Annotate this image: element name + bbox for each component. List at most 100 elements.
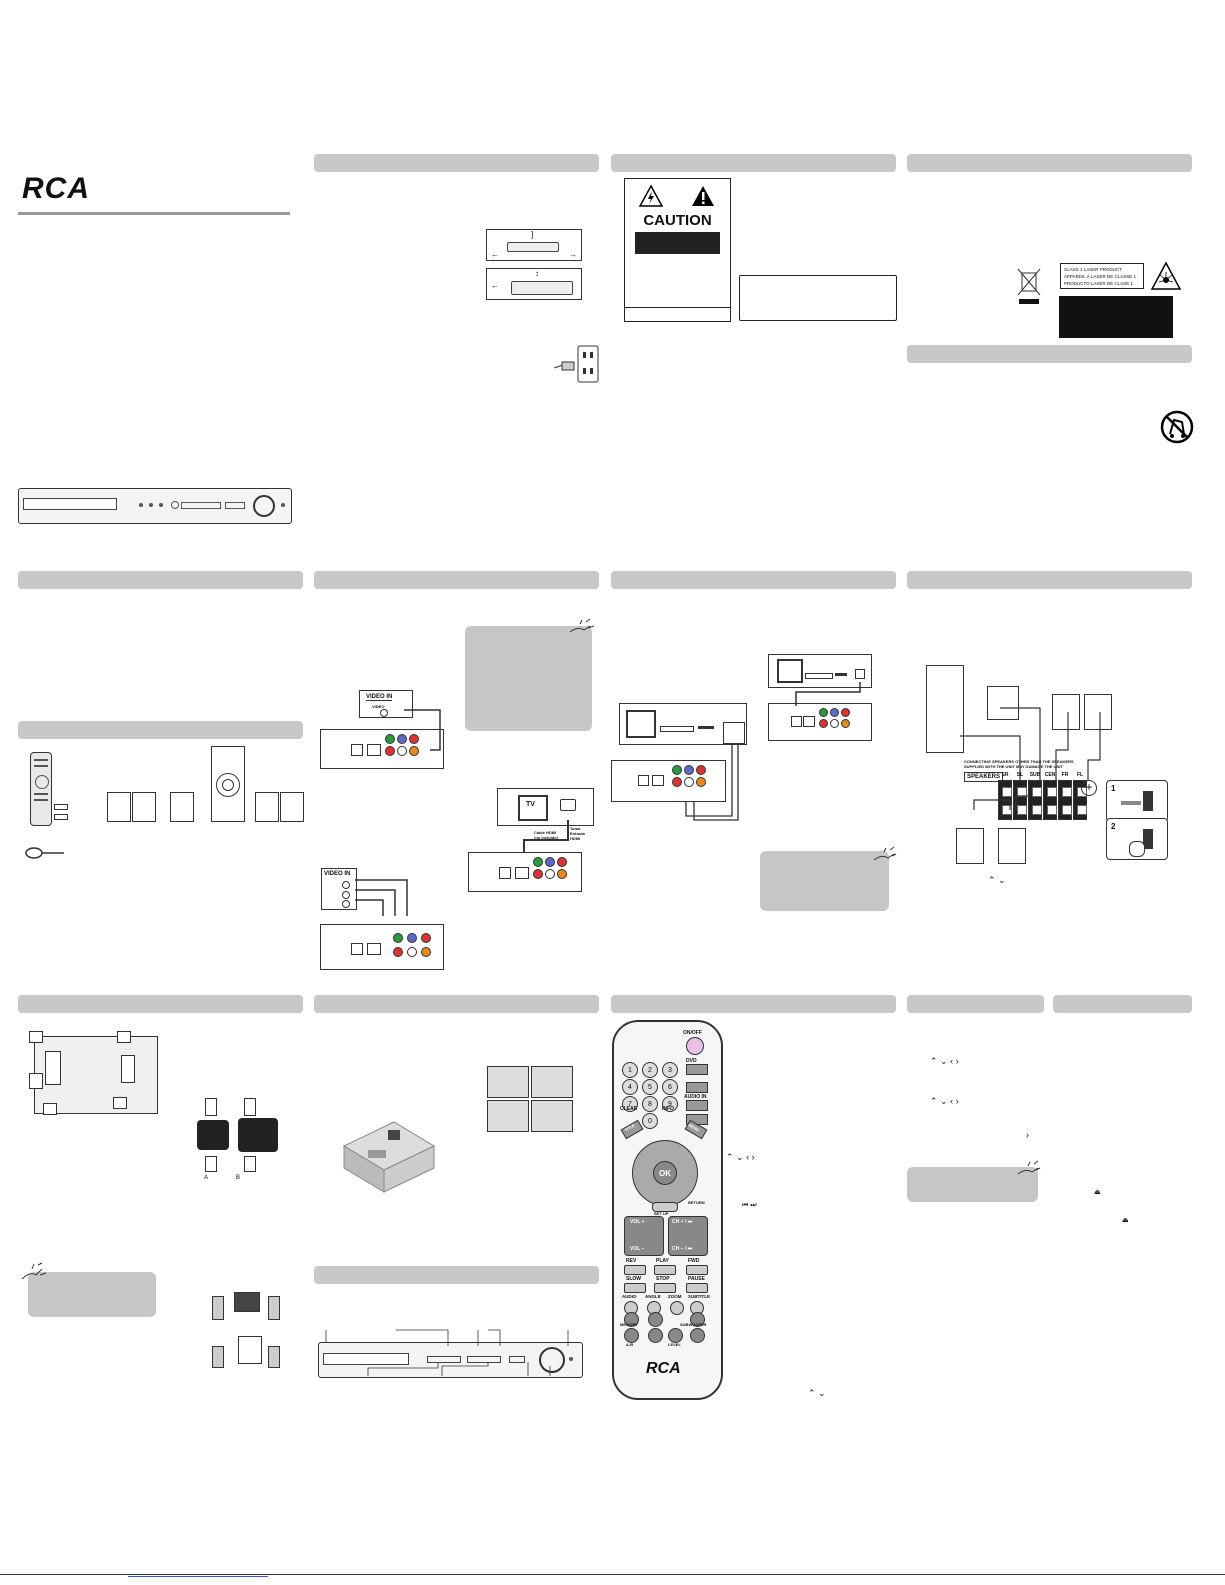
logo-rule (18, 212, 290, 215)
remote-ch-down-label: CH − / ⏮ (672, 1246, 693, 1252)
ventilation-horizontal-diagram: ← → ] (486, 229, 582, 261)
remote-digit-9-button[interactable]: 9 (662, 1096, 678, 1112)
remote-side-button-3[interactable] (686, 1100, 708, 1111)
remote-return-label: RETURN (688, 1200, 705, 1205)
remote-digit-8-button[interactable]: 8 (642, 1096, 658, 1112)
remote-function-button-1[interactable] (624, 1312, 639, 1327)
remote-function-button-4[interactable] (624, 1328, 639, 1343)
tip-box-col3 (760, 851, 889, 911)
remote-digit-7-button[interactable]: 7 (622, 1096, 638, 1112)
audio-out-jack (723, 722, 745, 744)
remote-volume-pad[interactable] (624, 1216, 664, 1256)
tv-placement-a (197, 1098, 235, 1172)
video-in-sub-label: VIDEO (372, 704, 385, 709)
remote-pause-button[interactable] (686, 1283, 708, 1293)
component-cables (355, 879, 408, 916)
remote-setup-button[interactable] (652, 1202, 678, 1212)
remote-function-button-7[interactable] (690, 1328, 705, 1343)
remote-logo: RCA (646, 1360, 681, 1377)
remote-slow-label: SLOW (626, 1276, 641, 1282)
remote-digit-2-button[interactable]: 2 (642, 1062, 658, 1078)
accessory-subwoofer (211, 746, 245, 822)
audio-rca-cables (685, 744, 739, 821)
remote-play-button[interactable] (654, 1265, 676, 1275)
tv-vcr-diagram-1 (768, 654, 872, 688)
laser-black-label (1059, 296, 1173, 338)
remote-subtitle-label: SUBTITLE (688, 1294, 710, 1299)
front-left-speaker-diagram (1052, 694, 1080, 730)
caution-panel: CAUTION (624, 178, 731, 322)
remote-stop-button[interactable] (654, 1283, 676, 1293)
front-right-speaker-diagram (1084, 694, 1112, 730)
remote-dvd-label: DVD (686, 1058, 697, 1064)
remote-zoom-label: ZOOM (668, 1294, 682, 1299)
room-layout-diagram (29, 1031, 158, 1115)
tip-hand-icon-col3 (873, 846, 897, 861)
exclamation-warning-icon (692, 186, 714, 206)
speaker-terminal-label: CEN (1044, 772, 1056, 778)
tip-box-col4 (907, 1167, 1038, 1202)
remote-function-button-6[interactable] (668, 1328, 683, 1343)
tip-hand-icon-col1 (21, 1262, 47, 1280)
wire-insert-step-2: 2 (1106, 818, 1168, 860)
remote-digit-3-button[interactable]: 3 (662, 1062, 678, 1078)
front-panel-callouts (325, 1329, 569, 1376)
remote-power-label: ON/OFF (683, 1030, 702, 1036)
section-bar-col4a-bottom (907, 995, 1044, 1013)
remote-slow-button[interactable] (624, 1283, 646, 1293)
caution-title: CAUTION (643, 212, 712, 229)
remote-digit-4-button[interactable]: 4 (622, 1079, 638, 1095)
hdmi-cable (523, 820, 569, 858)
remote-function-button-3[interactable] (690, 1312, 705, 1327)
remote-fwd-button[interactable] (686, 1265, 708, 1275)
remote-channel-pad[interactable] (668, 1216, 708, 1256)
remote-rev-button[interactable] (624, 1265, 646, 1275)
section-bar-col4-midrow (907, 571, 1192, 589)
speaker-wires (960, 707, 1101, 810)
tip-box-col2 (465, 626, 592, 731)
footer-link[interactable] (128, 1575, 268, 1577)
remote-rev-label: REV (626, 1258, 637, 1264)
remote-ab-label: A-B (626, 1342, 634, 1347)
remote-side-button-2[interactable] (686, 1082, 708, 1093)
no-cart-tipover-icon (1160, 410, 1194, 444)
remote-zoom-button[interactable] (670, 1301, 684, 1315)
receiver-back-panel-2 (320, 924, 444, 970)
tv-label: TV (526, 801, 535, 808)
remote-power-button[interactable] (686, 1037, 704, 1055)
section-bar-col3-top (611, 154, 896, 172)
video-in-jack-panel-1: VIDEO IN VIDEO (359, 690, 413, 718)
remote-ok-button[interactable]: OK (653, 1161, 677, 1185)
surround-right-speaker-diagram (998, 828, 1026, 864)
section-bar-col3-bottom (611, 995, 896, 1013)
accessory-speaker-1 (107, 792, 131, 822)
center-speaker-diagram (987, 686, 1019, 720)
optical-cable (795, 682, 861, 706)
seating-layout-2 (531, 1066, 573, 1098)
notice-box (739, 275, 897, 321)
nav-right-arrow: › (1026, 1130, 1029, 1140)
remote-function-button-2[interactable] (648, 1312, 663, 1327)
remote-digit-1-button[interactable]: 1 (622, 1062, 638, 1078)
remote-digit-5-button[interactable]: 5 (642, 1079, 658, 1095)
remote-audio-label: AUDIO (622, 1294, 637, 1299)
laser-label-line1: CLASS 1 LASER PRODUCT (1064, 267, 1123, 272)
ventilation-vertical-diagram: ← ↕ (486, 268, 582, 300)
section-bar-col4b-bottom (1053, 995, 1192, 1013)
remote-function-button-5[interactable] (648, 1328, 663, 1343)
section-bar-accessories (18, 721, 303, 739)
room-3d-illustration (342, 1121, 436, 1193)
remote-digit-6-button[interactable]: 6 (662, 1079, 678, 1095)
speaker-level-arrows: ⌃ ⌄ (988, 875, 1006, 885)
remote-side-button-1[interactable] (686, 1064, 708, 1075)
speaker-terminal-label: SUB (1029, 772, 1041, 778)
hdmi-cable-label: Cable HDMI (no incluido) (534, 830, 558, 840)
remote-audio-in-label: AUDIO IN (684, 1094, 707, 1100)
weee-bin-icon (1017, 268, 1041, 304)
speaker-height-diagram (204, 1292, 288, 1374)
remote-digit-0-button[interactable]: 0 (642, 1113, 658, 1129)
remote-stop-label: STOP (656, 1276, 670, 1282)
section-bar-col3-mid (611, 571, 896, 589)
remote-clear-label: CLEAR (620, 1106, 638, 1112)
eject-glyph-1: ⏏ (1094, 1189, 1101, 1196)
